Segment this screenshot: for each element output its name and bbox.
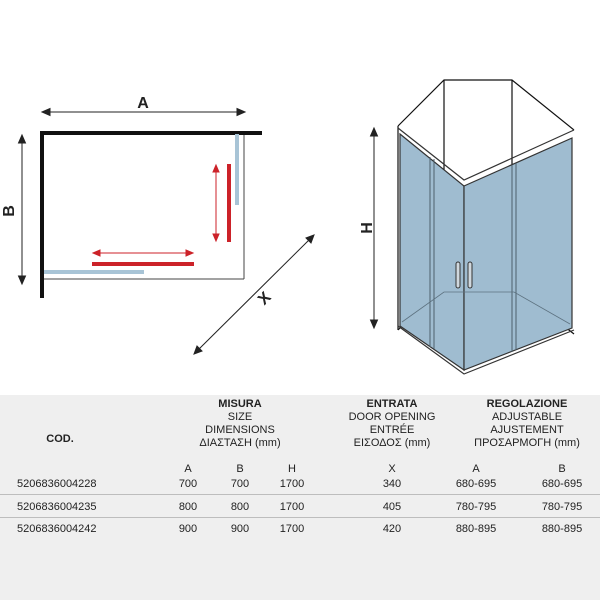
- dimension-x-label: X: [255, 289, 275, 309]
- row-adj-a: 680-695: [455, 478, 497, 490]
- size-header: MISURA SIZE DIMENSIONS ΔΙΑΣΤΑΣΗ (mm): [180, 398, 300, 450]
- row-code: 5206836004228: [17, 478, 97, 490]
- row-adj-b: 680-695: [541, 478, 583, 490]
- subheader-h: H: [288, 463, 296, 475]
- row-b: 800: [230, 501, 250, 513]
- row-adj-b: 780-795: [541, 501, 583, 513]
- size-header-it: MISURA: [218, 398, 262, 410]
- row-divider: [0, 517, 600, 518]
- row-code: 5206836004235: [17, 501, 97, 513]
- row-a: 900: [178, 523, 198, 535]
- row-code: 5206836004242: [17, 523, 97, 535]
- entry-header-en: DOOR OPENING: [348, 411, 436, 423]
- size-header-fr: DIMENSIONS: [205, 424, 275, 436]
- entry-header-gr: ΕΙΣΟΔΟΣ (mm): [353, 437, 431, 449]
- subheader-b: B: [236, 463, 244, 475]
- subheader-x: X: [388, 463, 396, 475]
- adjust-header-gr: ΠΡΟΣΑΡΜΟΓΗ (mm): [474, 437, 580, 449]
- panel-divisions: [429, 157, 517, 352]
- shower-enclosure-diagrams: A B: [1, 79, 575, 375]
- dimension-a-label: A: [137, 95, 149, 112]
- handle-right: [467, 261, 473, 289]
- row-x: 420: [382, 523, 402, 535]
- dimension-h-arrow: [369, 126, 379, 330]
- tray-edge: [401, 291, 571, 325]
- row-b: 900: [230, 523, 250, 535]
- slide-arrow-front: [91, 249, 195, 257]
- slide-arrow-right: [212, 163, 220, 243]
- glass-top-frame: [397, 127, 575, 375]
- entry-header-fr: ENTRÉE: [369, 424, 415, 436]
- glass-panel-front: [463, 137, 573, 371]
- plan-view: A B: [1, 95, 315, 355]
- row-h: 1700: [279, 523, 305, 535]
- adjust-header: REGOLAZIONE ADJUSTABLE AJUSTEMENT ΠΡΟΣΑΡ…: [462, 398, 592, 450]
- dimension-a-arrow: [40, 107, 247, 117]
- dimension-x-arrow: [193, 234, 315, 355]
- dimension-b-label: B: [1, 205, 18, 217]
- row-adj-b: 880-895: [541, 523, 583, 535]
- row-b: 700: [230, 478, 250, 490]
- spec-table: COD. MISURA SIZE DIMENSIONS ΔΙΑΣΤΑΣΗ (mm…: [0, 395, 600, 600]
- code-header: COD.: [46, 433, 74, 445]
- size-header-gr: ΔΙΑΣΤΑΣΗ (mm): [199, 437, 281, 449]
- entry-header: ENTRATA DOOR OPENING ENTRÉE ΕΙΣΟΔΟΣ (mm): [332, 398, 452, 450]
- row-a: 800: [178, 501, 198, 513]
- dimension-b-arrow: [17, 133, 27, 286]
- row-a: 700: [178, 478, 198, 490]
- row-adj-a: 880-895: [455, 523, 497, 535]
- dimension-h-label: H: [359, 222, 376, 234]
- subheader-adj-b: B: [558, 463, 566, 475]
- subheader-adj-a: A: [472, 463, 480, 475]
- handle-left: [455, 261, 461, 289]
- adjust-header-en: ADJUSTABLE: [491, 411, 563, 423]
- row-x: 405: [382, 501, 402, 513]
- entry-header-it: ENTRATA: [366, 398, 418, 410]
- row-divider: [0, 494, 600, 495]
- size-header-en: SIZE: [227, 411, 253, 423]
- row-h: 1700: [279, 501, 305, 513]
- row-adj-a: 780-795: [455, 501, 497, 513]
- row-x: 340: [382, 478, 402, 490]
- row-h: 1700: [279, 478, 305, 490]
- adjust-header-fr: AJUSTEMENT: [490, 424, 564, 436]
- perspective-view: H: [359, 79, 575, 375]
- adjust-header-it: REGOLAZIONE: [486, 398, 568, 410]
- subheader-a: A: [184, 463, 192, 475]
